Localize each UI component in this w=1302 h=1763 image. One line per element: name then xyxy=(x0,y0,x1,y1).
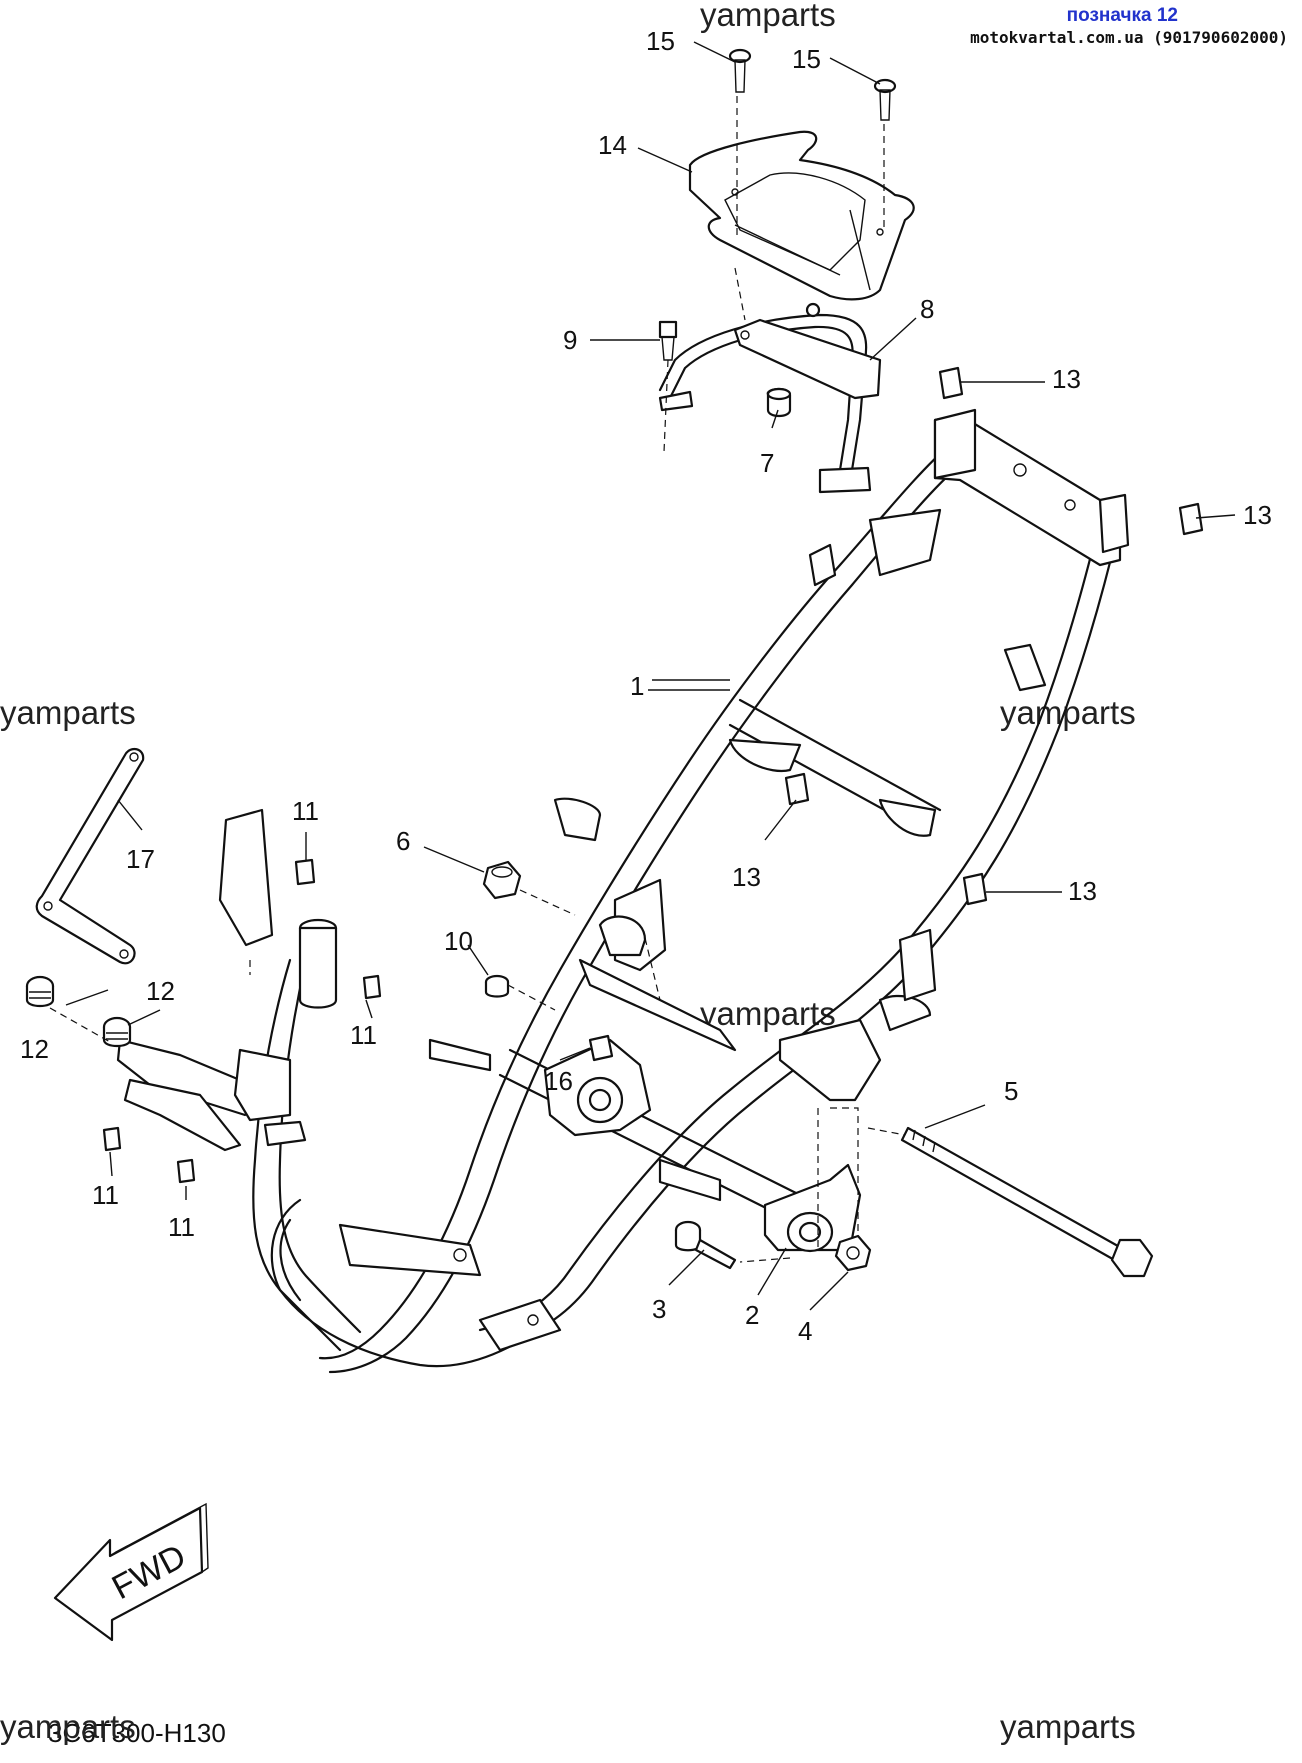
callout-8: 8 xyxy=(920,294,934,324)
callout-16: 16 xyxy=(544,1066,573,1096)
callout-labels: 1 2 3 4 5 6 7 8 9 10 11 11 11 11 12 12 1… xyxy=(20,26,1272,1346)
part-3-bolt xyxy=(674,1220,737,1270)
part-16-clip xyxy=(588,1034,614,1062)
leader-lines xyxy=(49,41,1236,1311)
callout-11-d: 11 xyxy=(168,1212,195,1242)
part-5-long-bolt xyxy=(900,1126,1154,1278)
part-11-clip-nut-a xyxy=(294,858,316,886)
callout-1: 1 xyxy=(630,671,644,701)
part-15-bolt-left xyxy=(728,48,752,93)
watermark-left: yamparts xyxy=(0,694,136,731)
part-13-clip-nut-a xyxy=(938,366,964,400)
callout-13-a: 13 xyxy=(1052,364,1081,394)
part-17-stand-bar xyxy=(35,747,145,965)
callout-6: 6 xyxy=(396,826,410,856)
badge-site: motokvartal.com.ua (901790602000) xyxy=(970,28,1288,47)
part-9-bolt xyxy=(658,320,678,361)
part-2-bushing-bracket xyxy=(763,1163,862,1253)
part-8-carrier-bracket xyxy=(658,302,882,494)
part-6-nut xyxy=(482,860,522,900)
fwd-direction-arrow: FWD xyxy=(53,1502,209,1642)
callout-12-a: 12 xyxy=(20,1034,49,1064)
source-badge: позначка 12 motokvartal.com.ua (90179060… xyxy=(970,4,1288,48)
part-14-rear-cover xyxy=(688,130,915,301)
part-13-clip-nut-c xyxy=(784,772,810,806)
part-15-bolt-right xyxy=(873,78,897,121)
callout-7: 7 xyxy=(760,448,774,478)
badge-title: позначка 12 xyxy=(1066,5,1178,26)
part-11-clip-nut-b xyxy=(362,974,382,1000)
callout-4: 4 xyxy=(798,1316,812,1346)
watermark-bottom-left: yamparts xyxy=(0,1708,136,1745)
callout-13-b: 13 xyxy=(1243,500,1272,530)
callout-11-a: 11 xyxy=(292,796,319,826)
callout-3: 3 xyxy=(652,1294,666,1324)
callout-17: 17 xyxy=(126,844,155,874)
part-7-grommet xyxy=(766,387,792,418)
callout-2: 2 xyxy=(745,1300,759,1330)
part-13-clip-nut-d xyxy=(962,872,988,906)
part-11-clip-nut-d xyxy=(176,1158,196,1184)
part-12-damper-left xyxy=(25,975,55,1008)
front-steering-head xyxy=(116,808,562,1368)
callout-15-a: 15 xyxy=(646,26,675,56)
callout-14: 14 xyxy=(598,130,627,160)
part-13-clip-nut-b xyxy=(1178,502,1204,536)
callout-13-d: 13 xyxy=(1068,876,1097,906)
callout-12-b: 12 xyxy=(146,976,175,1006)
part-11-clip-nut-c xyxy=(102,1126,122,1152)
callout-5: 5 xyxy=(1004,1076,1018,1106)
part-1-main-frame xyxy=(318,408,1130,1374)
callout-10: 10 xyxy=(444,926,473,956)
callout-15-b: 15 xyxy=(792,44,821,74)
watermark-top: yamparts xyxy=(700,0,836,33)
callout-11-c: 11 xyxy=(92,1180,119,1210)
watermark-bottom-right: yamparts xyxy=(1000,1708,1136,1745)
callout-13-c: 13 xyxy=(732,862,761,892)
watermark-center: yamparts xyxy=(700,995,836,1032)
part-12-damper-right xyxy=(102,1016,132,1048)
diagram-code: 3C6T300-H130 xyxy=(48,1718,226,1748)
part-4-nut xyxy=(834,1234,872,1272)
callout-11-b: 11 xyxy=(350,1020,377,1050)
callout-9: 9 xyxy=(563,325,577,355)
part-10-nut xyxy=(484,974,510,998)
